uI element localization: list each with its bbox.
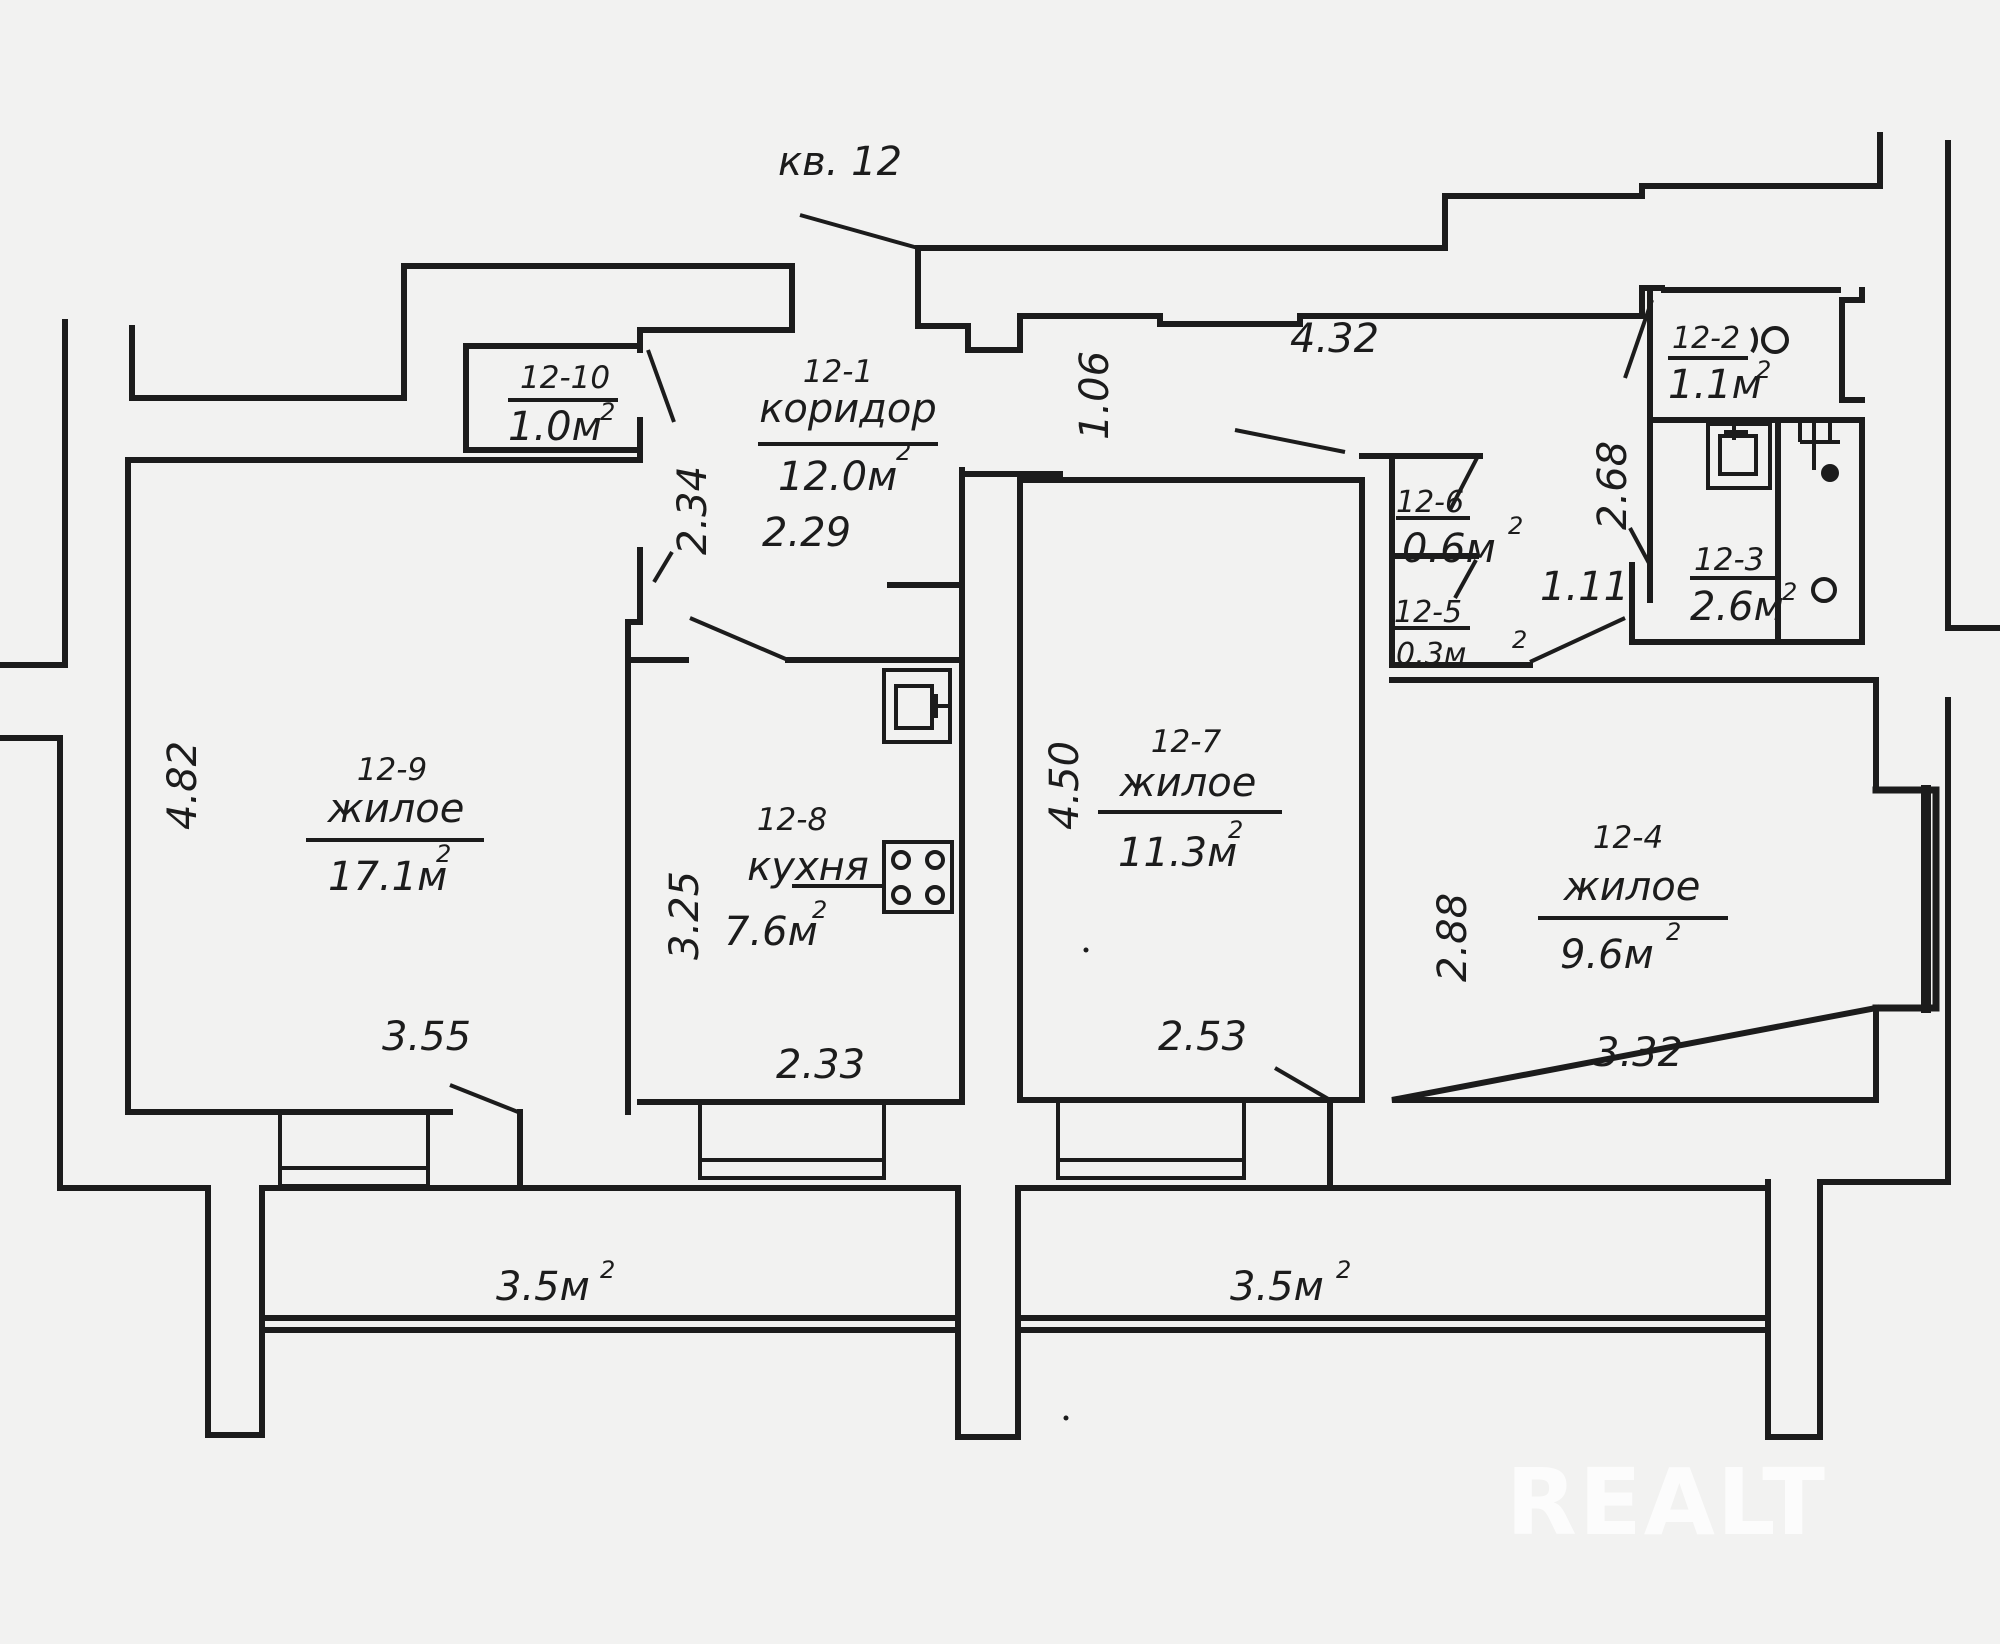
stove-icon [792,840,954,914]
room-12-4-area: 9.6м [1560,932,1654,978]
walls [0,132,2000,1440]
svg-text:2: 2 [1782,578,1797,606]
room-12-9-name: жилое [327,786,465,832]
balcony-left-area: 3.5м [496,1264,590,1310]
svg-text:2: 2 [1228,816,1243,844]
svg-text:2: 2 [600,398,615,426]
svg-text:2: 2 [600,1256,615,1284]
washer-icon [1811,577,1837,603]
dim-r7-depth: 4.50 [1042,741,1088,830]
room-12-2-area: 1.1м [1668,362,1762,408]
svg-text:2: 2 [896,438,911,466]
room-12-7-area: 11.3м [1118,830,1237,876]
dim-r8-width: 2.33 [776,1042,865,1088]
dim-bath-width: 1.11 [1540,564,1629,610]
svg-text:2: 2 [1508,512,1523,540]
room-12-8-name: кухня [747,844,869,890]
room-12-4-code: 12-4 [1593,820,1663,856]
dim-r4-width: 3.32 [1594,1030,1683,1076]
room-12-7-name: жилое [1119,760,1257,806]
kitchen-sink-icon [882,668,952,744]
dim-r7-width: 2.53 [1158,1014,1247,1060]
labels: кв. 12 12-10 1.0м 2 12-1 коридор 12.0м 2… [160,139,1797,1421]
apartment-label: кв. 12 [778,139,902,185]
dim-hall-length: 2.34 [670,466,716,555]
svg-text:2: 2 [1336,1256,1351,1284]
room-12-6-area: 0.6м [1402,526,1496,572]
dim-hall-width: 2.29 [762,510,851,556]
room-12-1-name: коридор [759,386,937,432]
room-12-10-code: 12-10 [520,360,610,396]
room-12-3-area: 2.6м [1690,584,1784,630]
room-12-1-area: 12.0м [778,454,897,500]
room-12-3-code: 12-3 [1694,542,1764,578]
dim-corridor-width: 1.06 [1072,351,1118,440]
svg-text:2: 2 [1512,626,1527,654]
room-12-2-code: 12-2 [1672,321,1740,356]
dim-corridor-length: 4.32 [1290,316,1379,362]
dim-bath-depth: 2.68 [1590,441,1636,530]
bathroom-sink-icon [1706,422,1772,490]
fixtures [792,326,1840,914]
balcony-right-area: 3.5м [1230,1264,1324,1310]
svg-text:2: 2 [1756,356,1771,384]
toilet-icon [1750,326,1789,354]
shower-icon [1798,418,1840,482]
realt-watermark-logo: REALT [1506,1449,1827,1556]
room-12-8-code: 12-8 [757,802,827,838]
room-12-8-area: 7.6м [724,909,818,955]
dim-r8-depth: 3.25 [662,871,708,960]
room-12-5-area: 0.3м [1396,637,1466,672]
dim-r9-depth: 4.82 [160,741,206,830]
dim-r4-depth: 2.88 [1430,893,1476,982]
svg-text:2: 2 [436,840,451,868]
svg-text:2: 2 [1666,918,1681,946]
room-12-9-area: 17.1м [328,854,447,900]
room-12-6-code: 12-6 [1396,485,1464,520]
room-12-10-area: 1.0м [508,404,602,450]
room-12-7-code: 12-7 [1151,724,1222,760]
door-swings [449,299,1654,1114]
room-12-1-code: 12-1 [803,354,873,390]
dim-r9-width: 3.55 [382,1014,471,1060]
svg-text:2: 2 [812,896,827,924]
room-12-4-name: жилое [1563,864,1701,910]
room-12-5-code: 12-5 [1394,595,1462,630]
room-12-9-code: 12-9 [357,752,427,788]
